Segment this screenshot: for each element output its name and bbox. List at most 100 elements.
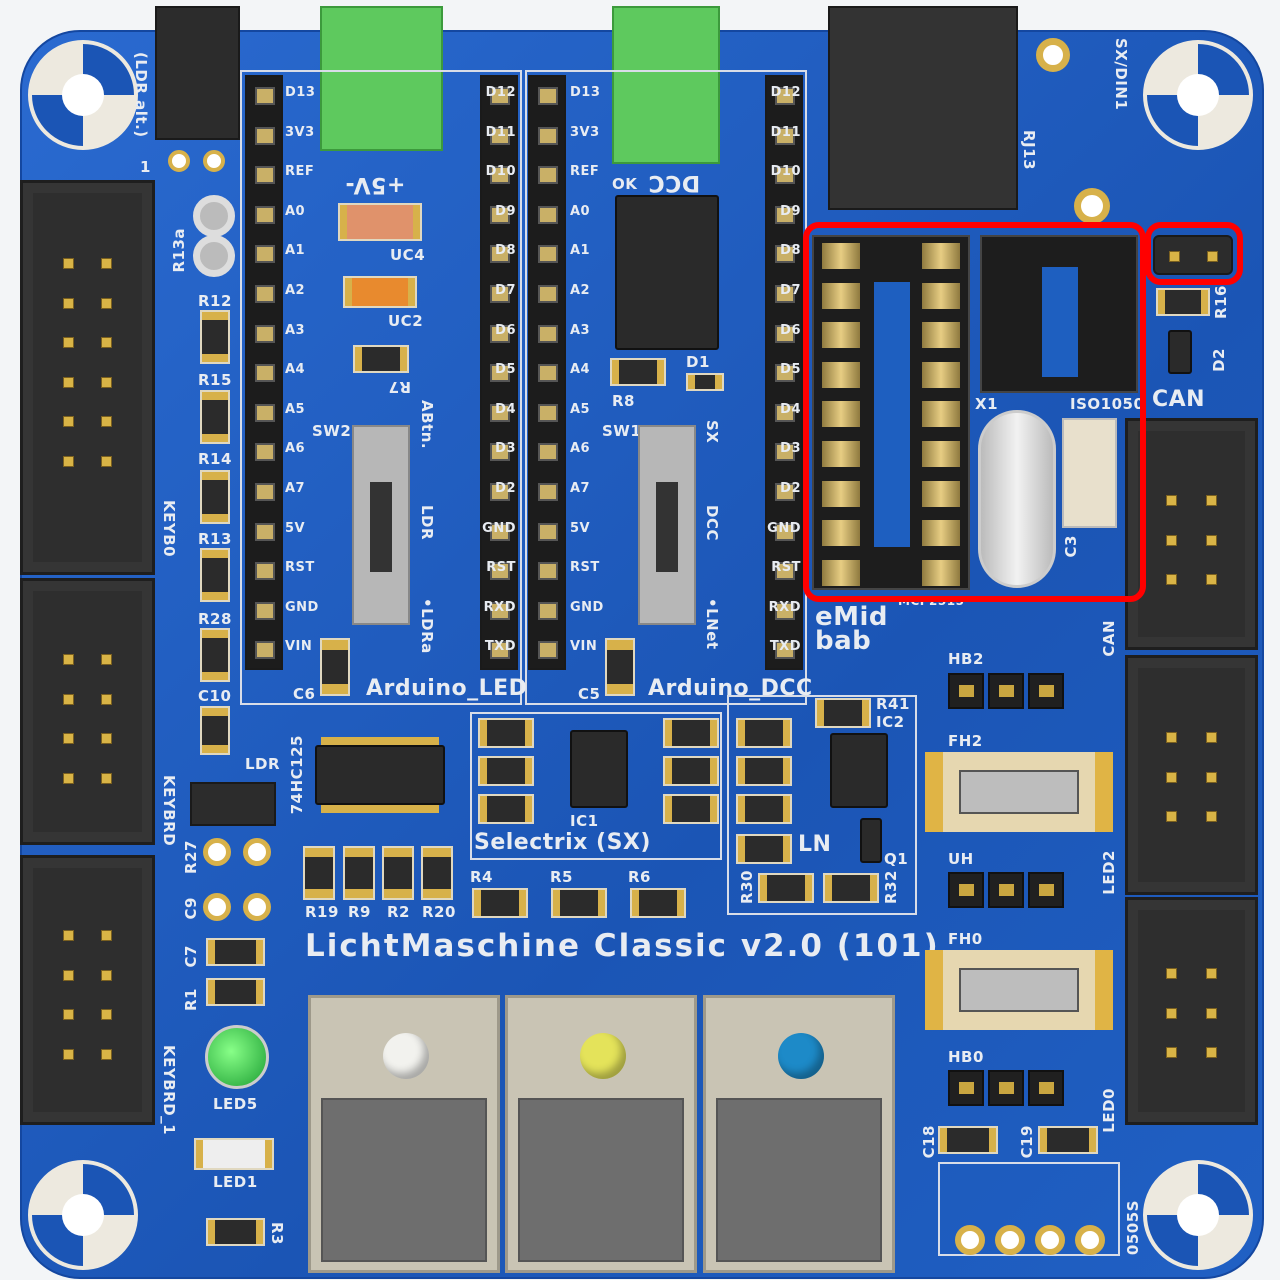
power-terminal-block	[320, 6, 443, 151]
header-pin	[101, 297, 112, 309]
pin-label-rxd: RXD	[483, 599, 516, 615]
header-pin	[1206, 968, 1217, 979]
r41-resistor	[815, 698, 871, 728]
ic2-label: IC2	[876, 713, 905, 731]
iso1050-socket	[980, 235, 1138, 393]
pin-label-rst: RST	[771, 560, 801, 576]
pin-label-d8: D8	[495, 243, 516, 259]
pin-label-d13: D13	[570, 85, 601, 100]
header-pin	[101, 376, 112, 388]
ic1-label: IC1	[570, 812, 599, 830]
white-cap	[383, 1033, 429, 1079]
r16-label: R16	[1212, 285, 1230, 319]
header-pin	[101, 455, 112, 467]
dcc-terminal-block	[612, 6, 720, 164]
button-body	[321, 1098, 487, 1262]
c9-label: C9	[182, 897, 200, 920]
header-pin	[1166, 495, 1177, 506]
r9-resistor	[343, 846, 375, 900]
arduino-led-label: Arduino_LED	[366, 676, 528, 701]
dcdc-pin	[1035, 1225, 1065, 1255]
header-pin	[255, 601, 275, 620]
d2-diode	[1168, 330, 1192, 374]
sw2-slide-switch[interactable]	[352, 425, 410, 625]
header-pin	[775, 522, 795, 541]
pin-label-d3: D3	[495, 441, 516, 457]
header-pin	[255, 245, 275, 264]
header-pin	[988, 872, 1024, 908]
header-pin	[490, 245, 510, 264]
sw1-slide-switch[interactable]	[638, 425, 696, 625]
button-body	[518, 1098, 684, 1262]
optocoupler-chip	[615, 195, 719, 350]
pin-label-d2: D2	[780, 481, 801, 496]
dcdc-pin	[955, 1225, 985, 1255]
pin-label-d4: D4	[495, 401, 516, 417]
via	[1074, 188, 1110, 224]
button-yellow[interactable]	[505, 995, 697, 1273]
r30-resistor	[758, 873, 814, 903]
r13a-label: R13a	[170, 228, 188, 273]
header-pin	[538, 522, 558, 541]
d1-label: D1	[686, 353, 710, 371]
header-pin	[948, 1070, 984, 1106]
resistor	[736, 834, 792, 864]
uh-label: UH	[948, 850, 974, 868]
x1-label: X1	[975, 395, 999, 413]
pin-label-d4: D4	[780, 401, 801, 417]
header-pin	[63, 455, 74, 467]
pin-label-5v: 5V	[285, 520, 306, 536]
pin-label-a5: A5	[285, 401, 306, 417]
header-pin	[538, 443, 558, 462]
header-pin	[63, 376, 74, 388]
pin-label-d9: D9	[495, 203, 516, 219]
header-pin	[255, 166, 275, 185]
r28-resistor	[200, 628, 230, 682]
pin-label-ref: REF	[285, 164, 315, 180]
c9-pad	[203, 893, 231, 921]
header-pin	[775, 483, 795, 501]
socket-contact	[822, 282, 860, 309]
header-pin	[490, 324, 510, 343]
ldr-alt-label: (LDR alt.)	[132, 52, 150, 138]
pin-label-d9: D9	[780, 203, 801, 219]
header-pin	[775, 205, 795, 224]
header-pin	[255, 324, 275, 343]
header-pin	[63, 654, 74, 665]
sw1-slider[interactable]	[656, 482, 678, 572]
header-pin	[948, 673, 984, 709]
button-blue[interactable]	[703, 995, 895, 1273]
header-pin	[63, 969, 74, 981]
r20-label: R20	[422, 903, 456, 921]
sw2-slider[interactable]	[370, 482, 392, 572]
socket-contact	[922, 361, 960, 388]
header-pin	[255, 126, 275, 145]
header-pin	[490, 522, 510, 541]
r41-label: R41	[876, 695, 910, 713]
resistor	[663, 794, 719, 824]
header-pin	[1166, 968, 1177, 979]
header-pin	[255, 205, 275, 224]
resistor	[736, 756, 792, 786]
c5-capacitor	[605, 638, 635, 696]
can-jumper-header[interactable]	[1153, 235, 1233, 275]
header-pin	[775, 443, 795, 462]
socket-contact	[922, 401, 960, 428]
r13-resistor	[200, 548, 230, 602]
pin	[1207, 251, 1218, 262]
via	[1036, 38, 1070, 72]
header-pin	[775, 245, 795, 264]
header-pin	[1028, 673, 1064, 709]
header-pin	[63, 337, 74, 348]
button-white[interactable]	[308, 995, 500, 1273]
pin-label-rst: RST	[285, 560, 315, 576]
socket-contact	[922, 441, 960, 467]
c10-label: C10	[198, 687, 232, 705]
can-label: CAN	[1152, 387, 1206, 412]
header-pin	[538, 166, 558, 185]
header-pin	[490, 403, 510, 422]
header-pin	[490, 641, 510, 660]
pin-label-d13: D13	[285, 85, 316, 100]
sw1-label: SW1	[602, 422, 642, 440]
pin-label-rst: RST	[570, 560, 600, 576]
